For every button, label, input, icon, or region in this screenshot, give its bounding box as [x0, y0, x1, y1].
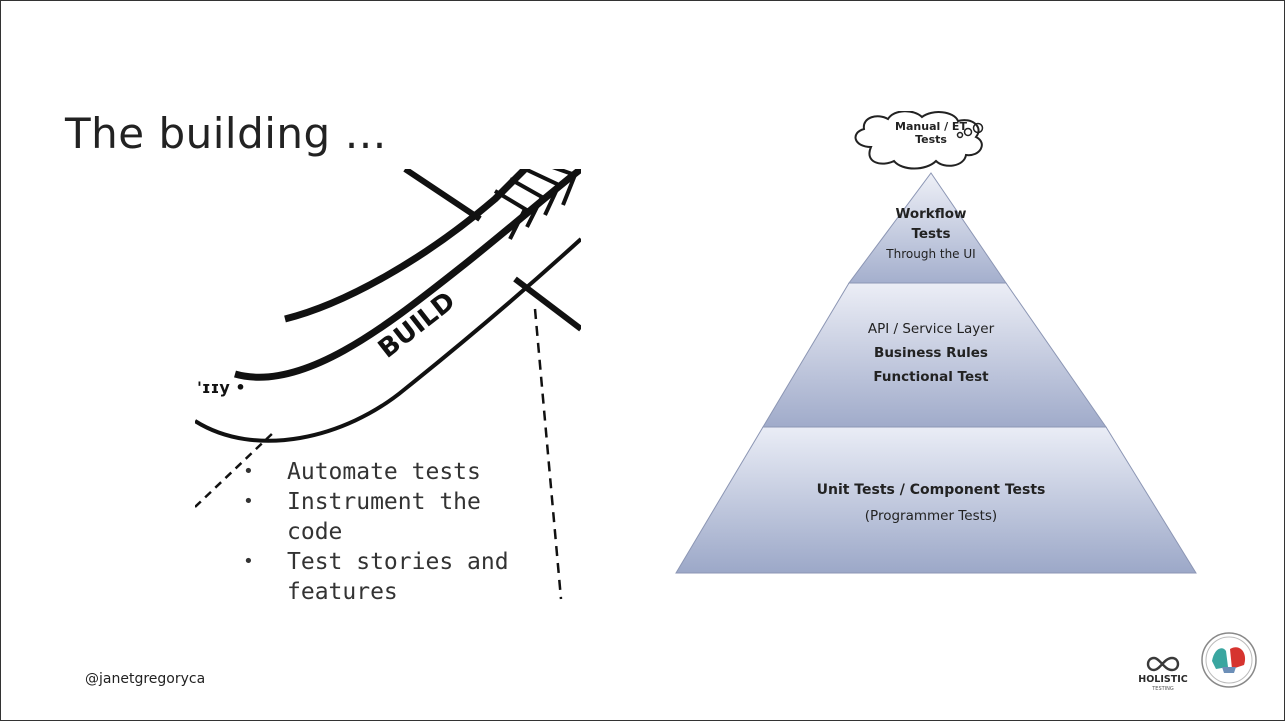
- middle-tier-line3: Functional Test: [873, 369, 989, 385]
- bottom-tier-label: Unit Tests / Component Tests (Programmer…: [781, 475, 1081, 527]
- top-tier-line1: Workflow: [895, 206, 967, 222]
- list-item: Automate tests: [243, 457, 527, 487]
- list-item: Instrument the code: [243, 487, 527, 547]
- slide-title: The building …: [65, 109, 388, 158]
- middle-tier-line2: Business Rules: [874, 345, 988, 361]
- footer-handle: @janetgregoryca: [85, 671, 206, 687]
- cloud-label: Manual / ET Tests: [881, 120, 981, 146]
- pyramid-bottom-tier: [675, 426, 1197, 574]
- holistic-logo-subtext: TESTING: [1151, 686, 1174, 692]
- top-tier-line3: Through the UI: [886, 247, 976, 261]
- chevron-arrows-icon: [493, 169, 578, 240]
- build-road-illustration: BUILD 'ɪɪy •: [195, 169, 581, 600]
- dashed-line-left: [195, 430, 276, 508]
- bottom-tier-line2: (Programmer Tests): [864, 508, 998, 524]
- test-pyramid: [675, 111, 1197, 574]
- agile-testing-fellowship-logo: [1201, 632, 1257, 688]
- holistic-logo-text: HOLISTIC: [1138, 674, 1187, 685]
- middle-tier-label: API / Service Layer Business Rules Funct…: [831, 317, 1031, 389]
- build-bullet-list: Automate tests Instrument the code Test …: [243, 457, 527, 607]
- middle-tier-line1: API / Service Layer: [867, 321, 995, 337]
- top-tier-label: Workflow Tests Through the UI: [881, 204, 981, 264]
- top-tier-line2: Tests: [911, 226, 951, 242]
- holistic-testing-logo: HOLISTIC TESTING: [1138, 656, 1188, 692]
- bottom-tier-line1: Unit Tests / Component Tests: [816, 482, 1046, 498]
- list-item: Test stories and features: [243, 547, 527, 607]
- cloud-shape: [854, 111, 984, 170]
- dashed-line-right: [533, 308, 563, 600]
- road-partial-text: 'ɪɪy •: [197, 378, 246, 397]
- cloud-label-line1: Manual / ET: [895, 120, 967, 133]
- cloud-label-line2: Tests: [915, 133, 947, 146]
